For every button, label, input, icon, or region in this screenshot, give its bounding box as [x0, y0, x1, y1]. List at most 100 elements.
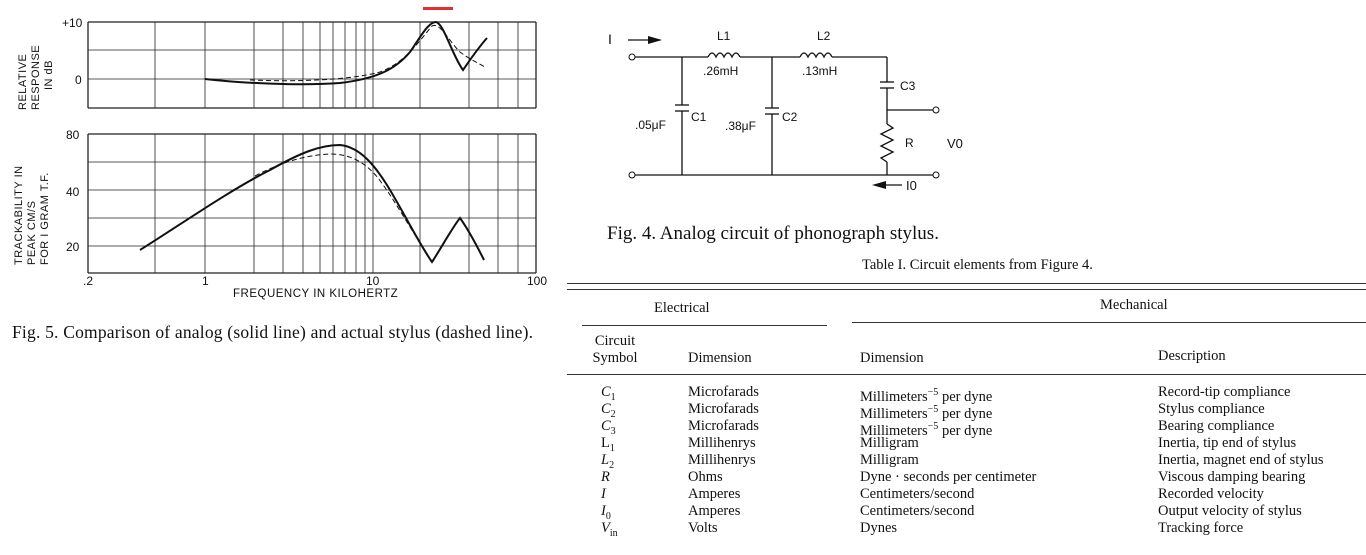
- table-cell-mechanical-dimension: Centimeters/second: [860, 503, 974, 520]
- table-cell-electrical-dimension: Ohms: [688, 469, 723, 485]
- header-circuit-symbol-line: Circuit: [594, 333, 636, 349]
- table-cell-symbol: L2: [601, 452, 614, 474]
- mech-dim-text: Centimeters/second: [860, 503, 975, 519]
- symbol-subscript: 2: [610, 408, 616, 420]
- mech-dim-text: Millimeters: [860, 405, 928, 422]
- table-cell-description: Output velocity of stylus: [1158, 503, 1302, 519]
- x-tick: 10: [366, 274, 380, 288]
- bottom-y-tick: 20: [66, 240, 80, 254]
- label-l1-value: .26mH: [703, 64, 738, 78]
- mech-dim-text: Milligram: [860, 435, 919, 451]
- table-top-rule-2: [567, 289, 1366, 290]
- bottom-y-tick: 80: [66, 128, 80, 142]
- top-y-tick: 0: [75, 73, 82, 87]
- table-cell-mechanical-dimension: Dyne · seconds per centimeter: [860, 469, 1036, 486]
- table-cell-description: Record-tip compliance: [1158, 384, 1291, 400]
- symbol-subscript: 1: [610, 391, 616, 403]
- top-actual-curve: [249, 24, 486, 82]
- table-cell-mechanical-dimension: Milligram: [860, 435, 919, 452]
- symbol-letter: L: [601, 452, 610, 468]
- table-cell-symbol: I: [601, 486, 606, 503]
- table-cell-symbol: I0: [601, 503, 611, 525]
- table-cell-symbol: R: [601, 469, 610, 486]
- resistor-r: [879, 123, 895, 163]
- current-in-arrow: [628, 36, 662, 44]
- label-l1: L1: [717, 29, 731, 43]
- figure-5-chart: +10 0 80 40 20 .2 1 10 100 FREQUENCY IN …: [13, 16, 547, 300]
- symbol-letter: I: [601, 503, 606, 519]
- highlight-marker: [423, 7, 453, 10]
- symbol-letter: I: [601, 486, 606, 502]
- table-cell-symbol: C1: [601, 384, 616, 406]
- group-header-electrical: Electrical: [654, 300, 710, 316]
- table-cell-description: Viscous damping bearing: [1158, 469, 1306, 485]
- header-description: Description: [1158, 348, 1226, 364]
- table-cell-description: Inertia, tip end of stylus: [1158, 435, 1297, 451]
- bottom-analog-curve: [139, 143, 485, 264]
- table-cell-mechanical-dimension: Millimeters−5 per dyne: [860, 401, 992, 423]
- label-l2-value: .13mH: [802, 64, 837, 78]
- header-circuit-symbol: Circuit Symbol: [590, 333, 640, 367]
- label-c1: C1: [691, 110, 707, 124]
- symbol-subscript: 3: [610, 425, 616, 437]
- label-c2-value: .38μF: [725, 119, 756, 133]
- mech-dim-exponent: −5: [927, 404, 939, 415]
- figure-4-caption: Fig. 4. Analog circuit of phonograph sty…: [607, 223, 939, 244]
- group-header-mechanical: Mechanical: [1100, 297, 1168, 313]
- table-cell-electrical-dimension: Millihenrys: [688, 452, 756, 468]
- mech-dim-text: Centimeters/second: [860, 486, 975, 502]
- mech-dim-text: Milligram: [860, 452, 919, 468]
- x-axis-label: FREQUENCY IN KILOHERTZ: [233, 288, 398, 300]
- table-cell-description: Stylus compliance: [1158, 401, 1265, 417]
- table-cell-description: Recorded velocity: [1158, 486, 1264, 502]
- table-top-rule: [567, 283, 1366, 284]
- inductor-l1: [707, 52, 741, 59]
- table-cell-mechanical-dimension: Dynes: [860, 520, 897, 537]
- table-cell-electrical-dimension: Microfarads: [688, 401, 759, 417]
- mech-dim-text: Dyne · seconds per centimeter: [860, 469, 1037, 485]
- symbol-letter: L: [601, 435, 610, 451]
- table-cell-electrical-dimension: Amperes: [688, 486, 741, 502]
- table-cell-symbol: C3: [601, 418, 616, 440]
- label-io: I0: [906, 178, 917, 193]
- electrical-rule: [582, 325, 827, 326]
- figure-5-caption: Fig. 5. Comparison of analog (solid line…: [12, 322, 534, 342]
- label-l2: L2: [817, 29, 831, 43]
- mech-dim-suffix: per dyne: [938, 422, 993, 439]
- top-y-axis-label-line: IN dB: [43, 60, 55, 90]
- table-cell-mechanical-dimension: Millimeters−5 per dyne: [860, 418, 992, 440]
- header-circuit-symbol-line: Symbol: [592, 350, 638, 366]
- symbol-subscript: 0: [605, 510, 611, 522]
- top-y-axis-label-line: RELATIVE: [17, 54, 29, 110]
- inductor-l2: [799, 52, 833, 59]
- table-title: Table I. Circuit elements from Figure 4.: [862, 257, 1093, 273]
- header-mechanical-dimension: Dimension: [860, 350, 924, 366]
- table-cell-electrical-dimension: Volts: [688, 520, 718, 536]
- label-vo: V0: [947, 136, 963, 151]
- symbol-letter: V: [601, 520, 610, 536]
- bottom-y-tick: 40: [66, 185, 80, 199]
- bottom-y-axis-label-line: FOR I GRAM T.F.: [39, 172, 51, 265]
- top-analog-curve: [204, 20, 488, 86]
- label-c2: C2: [782, 110, 798, 124]
- bottom-y-axis-label-line: TRACKABILITY IN: [13, 165, 25, 265]
- x-tick: 1: [202, 274, 209, 288]
- mech-dim-exponent: −5: [927, 421, 939, 432]
- table-cell-mechanical-dimension: Centimeters/second: [860, 486, 974, 503]
- bottom-actual-curve: [254, 153, 429, 256]
- table-cell-mechanical-dimension: Millimeters−5 per dyne: [860, 384, 992, 406]
- bottom-plot-grid: [87, 133, 537, 274]
- label-r: R: [905, 136, 914, 150]
- symbol-subscript: in: [609, 527, 618, 539]
- bottom-y-axis-label-line: PEAK CM/S: [26, 201, 38, 265]
- table-cell-description: Tracking force: [1158, 520, 1244, 536]
- symbol-letter: C: [601, 401, 611, 417]
- table-cell-symbol: Vin: [601, 520, 618, 542]
- symbol-subscript: 1: [609, 442, 615, 454]
- mech-dim-suffix: per dyne: [938, 388, 993, 405]
- table-cell-electrical-dimension: Microfarads: [688, 384, 759, 400]
- mechanical-rule: [852, 322, 1366, 323]
- current-out-arrow: [872, 181, 902, 189]
- symbol-letter: C: [601, 418, 611, 434]
- mech-dim-text: Millimeters: [860, 388, 928, 405]
